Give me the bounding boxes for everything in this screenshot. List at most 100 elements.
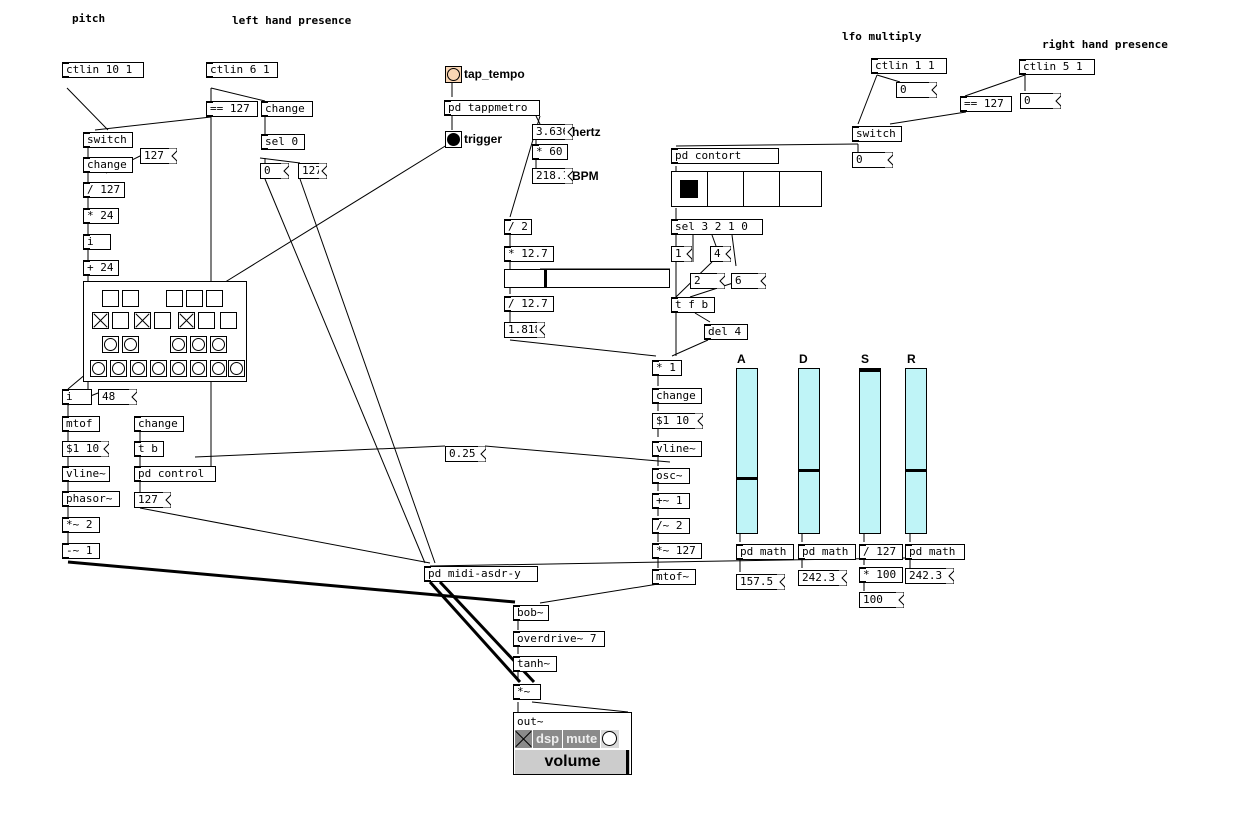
sustain-slider[interactable] <box>859 368 881 534</box>
add-1-sig-object[interactable]: +~ 1 <box>652 493 690 509</box>
radio-cell-1[interactable] <box>708 172 744 206</box>
change-left-object[interactable]: change <box>261 101 313 117</box>
div-2-sig-object[interactable]: /~ 2 <box>652 518 690 534</box>
number-127-c[interactable]: 127 <box>134 492 171 508</box>
dsp-button[interactable]: dsp <box>533 730 564 748</box>
mul-12-7-object[interactable]: * 12.7 <box>504 246 554 262</box>
osc-object[interactable]: osc~ <box>652 468 690 484</box>
pd-tappmetro-object[interactable]: pd tappmetro <box>444 100 540 116</box>
hertz-number[interactable]: 3.636 <box>532 124 573 140</box>
add-24-object[interactable]: + 24 <box>83 260 119 276</box>
mtof-object[interactable]: mtof <box>62 416 100 432</box>
number-127-a[interactable]: 127 <box>140 148 177 164</box>
pd-math-a-object[interactable]: pd math <box>736 544 794 560</box>
radio-cell-2[interactable] <box>744 172 780 206</box>
radio-cell-3[interactable] <box>780 172 816 206</box>
lfo-number[interactable]: 0 <box>896 82 937 98</box>
mul-100-object[interactable]: * 100 <box>859 567 903 583</box>
attack-value[interactable]: 157.5 <box>736 574 785 590</box>
msg-s1-10[interactable]: $1 10 <box>62 441 109 457</box>
msg-1[interactable]: 1 <box>671 246 692 262</box>
attack-slider-knob[interactable] <box>737 477 757 480</box>
horizontal-slider-knob[interactable] <box>544 270 547 287</box>
pd-control-object[interactable]: pd control <box>134 466 216 482</box>
radio-cell-0[interactable] <box>672 172 708 206</box>
bang-button[interactable] <box>170 336 187 353</box>
toggle[interactable] <box>154 312 171 329</box>
overdrive-object[interactable]: overdrive~ 7 <box>513 631 605 647</box>
mul-60-object[interactable]: * 60 <box>532 144 568 160</box>
switch-right-object[interactable]: switch <box>852 126 902 142</box>
msg-4[interactable]: 4 <box>710 246 731 262</box>
t-f-b-object[interactable]: t f b <box>671 297 715 313</box>
pd-math-r-object[interactable]: pd math <box>905 544 965 560</box>
sel-0-object[interactable]: sel 0 <box>261 134 305 150</box>
sustain-slider-knob[interactable] <box>860 369 880 372</box>
number-1-818[interactable]: 1.818 <box>504 322 545 338</box>
toggle[interactable] <box>220 312 237 329</box>
toggle[interactable] <box>166 290 183 307</box>
decay-value[interactable]: 242.3 <box>798 570 847 586</box>
right-hand-number[interactable]: 0 <box>1020 93 1061 109</box>
pd-midi-asdr-y-object[interactable]: pd midi-asdr-y <box>424 566 538 582</box>
number-48[interactable]: 48 <box>98 389 137 405</box>
mul-127-sig-object[interactable]: *~ 127 <box>652 543 702 559</box>
toggle[interactable] <box>198 312 215 329</box>
div-2-object[interactable]: / 2 <box>504 219 532 235</box>
ctlin-1-1-object[interactable]: ctlin 1 1 <box>871 58 947 74</box>
sel-3-2-1-0-object[interactable]: sel 3 2 1 0 <box>671 219 763 235</box>
bang-button[interactable] <box>170 360 187 377</box>
sustain-value[interactable]: 100 <box>859 592 904 608</box>
tap-tempo-bang[interactable] <box>445 66 462 83</box>
ctlin-10-1-object[interactable]: ctlin 10 1 <box>62 62 144 78</box>
decay-slider[interactable] <box>798 368 820 534</box>
out-bang[interactable] <box>601 730 620 748</box>
volume-slider-knob[interactable] <box>626 750 629 774</box>
change-pitch-object[interactable]: change <box>83 157 133 173</box>
horizontal-slider[interactable] <box>504 269 670 288</box>
eq-127-left-object[interactable]: == 127 <box>206 101 258 117</box>
toggle-checked[interactable] <box>92 312 109 329</box>
mute-toggle-icon[interactable] <box>515 730 533 748</box>
vline-object[interactable]: vline~ <box>62 466 110 482</box>
mul-sig-object[interactable]: *~ <box>513 684 541 700</box>
bang-button[interactable] <box>130 360 147 377</box>
bang-button[interactable] <box>90 360 107 377</box>
del-4-object[interactable]: del 4 <box>704 324 748 340</box>
mul-1-object[interactable]: * 1 <box>652 360 682 376</box>
bang-button[interactable] <box>190 360 207 377</box>
bang-button[interactable] <box>102 336 119 353</box>
bpm-number[interactable]: 218.1 <box>532 168 573 184</box>
bang-button[interactable] <box>150 360 167 377</box>
number-127-b[interactable]: 127 <box>298 163 327 179</box>
mul-2-sig-object[interactable]: *~ 2 <box>62 517 100 533</box>
release-value[interactable]: 242.3 <box>905 568 954 584</box>
pd-contort-object[interactable]: pd contort <box>671 148 779 164</box>
i-object-top[interactable]: i <box>83 234 111 250</box>
switch-number[interactable]: 0 <box>852 152 893 168</box>
msg-s1-10-lfo[interactable]: $1 10 <box>652 413 703 429</box>
phasor-object[interactable]: phasor~ <box>62 491 120 507</box>
vline-lfo-object[interactable]: vline~ <box>652 441 702 457</box>
release-slider-knob[interactable] <box>906 469 926 472</box>
bang-button[interactable] <box>210 360 227 377</box>
release-slider[interactable] <box>905 368 927 534</box>
ctlin-5-1-object[interactable]: ctlin 5 1 <box>1019 59 1095 75</box>
toggle[interactable] <box>206 290 223 307</box>
decay-slider-knob[interactable] <box>799 469 819 472</box>
number-0[interactable]: 0 <box>260 163 289 179</box>
mute-button[interactable]: mute <box>563 730 602 748</box>
msg-6[interactable]: 6 <box>731 273 766 289</box>
bang-button[interactable] <box>228 360 245 377</box>
radio-selector[interactable] <box>671 171 822 207</box>
bang-button[interactable] <box>122 336 139 353</box>
bob-object[interactable]: bob~ <box>513 605 549 621</box>
toggle[interactable] <box>102 290 119 307</box>
div-127-s-object[interactable]: / 127 <box>859 544 903 560</box>
t-b-object[interactable]: t b <box>134 441 164 457</box>
change-lfo-object[interactable]: change <box>652 388 702 404</box>
msg-2[interactable]: 2 <box>690 273 725 289</box>
ctlin-6-1-object[interactable]: ctlin 6 1 <box>206 62 278 78</box>
toggle[interactable] <box>186 290 203 307</box>
toggle[interactable] <box>122 290 139 307</box>
